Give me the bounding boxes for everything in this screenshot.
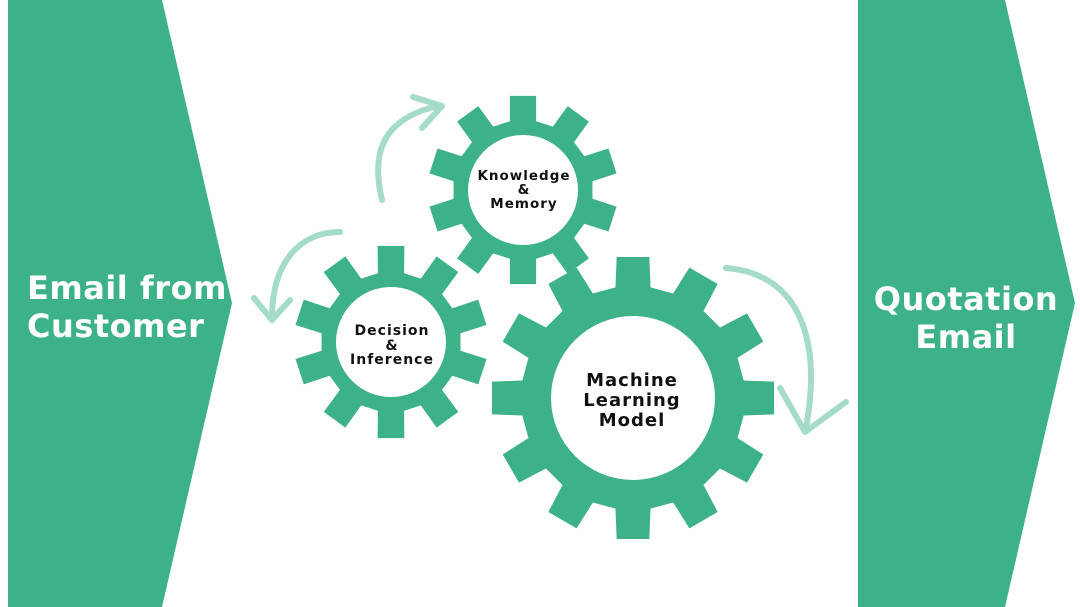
decision-inference-label: Decision & Inference: [326, 324, 458, 368]
input-banner-shape: [8, 0, 232, 607]
output-banner-shape: [858, 0, 1075, 607]
cycle-arrow-top: [375, 94, 445, 203]
decision-inference-gear: [295, 245, 487, 439]
knowledge-label-line-1: Knowledge: [477, 168, 571, 184]
ml-label-line-2: Learning: [583, 390, 681, 412]
machine-learning-label: Machine Learning Model: [558, 370, 706, 432]
gear-ml-shape: [491, 256, 775, 540]
knowledge-label-line-2: &: [517, 182, 531, 199]
decision-label-line-2: &: [385, 337, 399, 354]
knowledge-memory-label: Knowledge & Memory: [462, 169, 586, 212]
cycle-arrow-left: [251, 229, 343, 323]
output-label-line-1: Quotation: [873, 280, 1059, 318]
ml-label-line-1: Machine: [586, 370, 678, 391]
output-label-line-2: Email: [915, 317, 1017, 356]
input-label: Email from Customer: [27, 269, 227, 346]
decision-label-line-1: Decision: [354, 323, 430, 339]
input-label-line-1: Email from: [27, 269, 227, 307]
gear-decision-shape: [295, 245, 487, 439]
output-label: Quotation Email: [862, 280, 1070, 357]
ml-label-line-3: Model: [598, 410, 666, 432]
gear-knowledge-shape: [429, 95, 617, 285]
decision-label-line-3: Inference: [350, 352, 434, 369]
input-label-line-2: Customer: [27, 306, 205, 345]
machine-learning-gear: [491, 256, 775, 540]
knowledge-memory-gear: [429, 95, 617, 285]
knowledge-label-line-3: Memory: [490, 196, 558, 213]
cycle-arrow-right: [723, 265, 849, 435]
